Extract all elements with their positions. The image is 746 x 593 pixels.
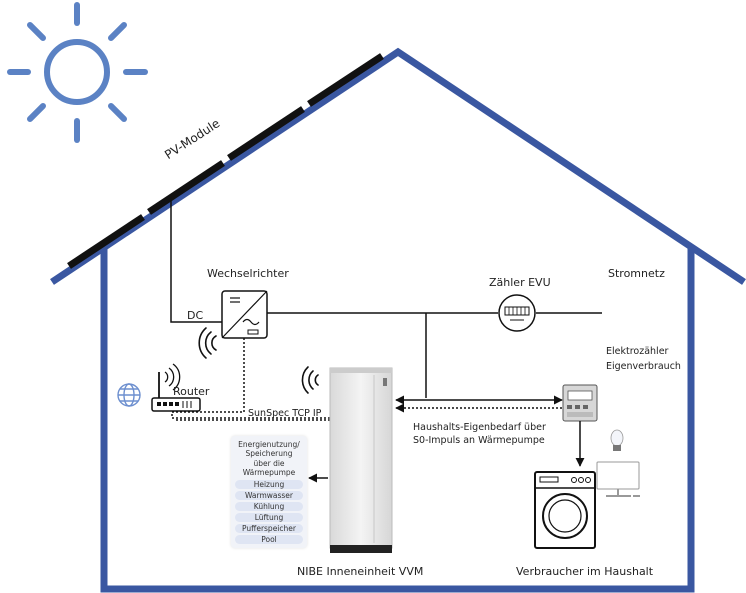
usage-item: Lüftung bbox=[235, 512, 303, 522]
inverter-icon bbox=[221, 290, 268, 339]
usage-item: Pufferspeicher bbox=[235, 523, 303, 533]
globe-icon bbox=[117, 383, 141, 407]
router-icon bbox=[151, 363, 201, 412]
consumers-label: Verbraucher im Haushalt bbox=[516, 565, 654, 578]
sunspec-label: SunSpec TCP IP bbox=[248, 408, 322, 419]
indoor-unit-wifi-icon bbox=[301, 366, 319, 394]
submeter-label-line1: Elektrozähler bbox=[606, 346, 669, 357]
energy-usage-title: Energienutzung/ Speicherung über die Wär… bbox=[238, 440, 300, 478]
meter-evu-label: Zähler EVU bbox=[489, 276, 551, 289]
pv-module-panels bbox=[67, 53, 384, 269]
usage-item: Heizung bbox=[235, 479, 303, 489]
usage-item: Pool bbox=[235, 534, 303, 544]
sun-icon bbox=[7, 2, 148, 143]
washing-machine-icon bbox=[534, 471, 596, 549]
dc-line bbox=[170, 195, 222, 323]
router-label: Router bbox=[173, 385, 210, 398]
usage-item: Kühlung bbox=[235, 501, 303, 511]
usage-item: Warmwasser bbox=[235, 490, 303, 500]
light-bulb-icon bbox=[610, 429, 624, 451]
dc-label: DC bbox=[187, 309, 204, 322]
s0-label-line2: S0-Impuls an Wärmepumpe bbox=[413, 435, 545, 446]
house-outline bbox=[50, 47, 746, 593]
sunspec-line bbox=[171, 338, 245, 418]
submeter-icon bbox=[562, 384, 598, 422]
indoor-unit-cabinet bbox=[329, 367, 393, 553]
meter-evu-icon bbox=[498, 294, 536, 332]
s0-label-line1: Haushalts-Eigenbedarf über bbox=[413, 422, 546, 433]
monitor-icon bbox=[596, 461, 640, 497]
submeter-label-line2: Eigenverbrauch bbox=[606, 361, 681, 372]
grid-label: Stromnetz bbox=[608, 267, 665, 280]
energy-usage-box: Energienutzung/ Speicherung über die Wär… bbox=[231, 436, 307, 548]
indoor-unit-label: NIBE Inneneinheit VVM bbox=[297, 565, 424, 578]
inverter-label: Wechselrichter bbox=[207, 267, 289, 280]
inverter-wifi-icon bbox=[198, 327, 217, 359]
